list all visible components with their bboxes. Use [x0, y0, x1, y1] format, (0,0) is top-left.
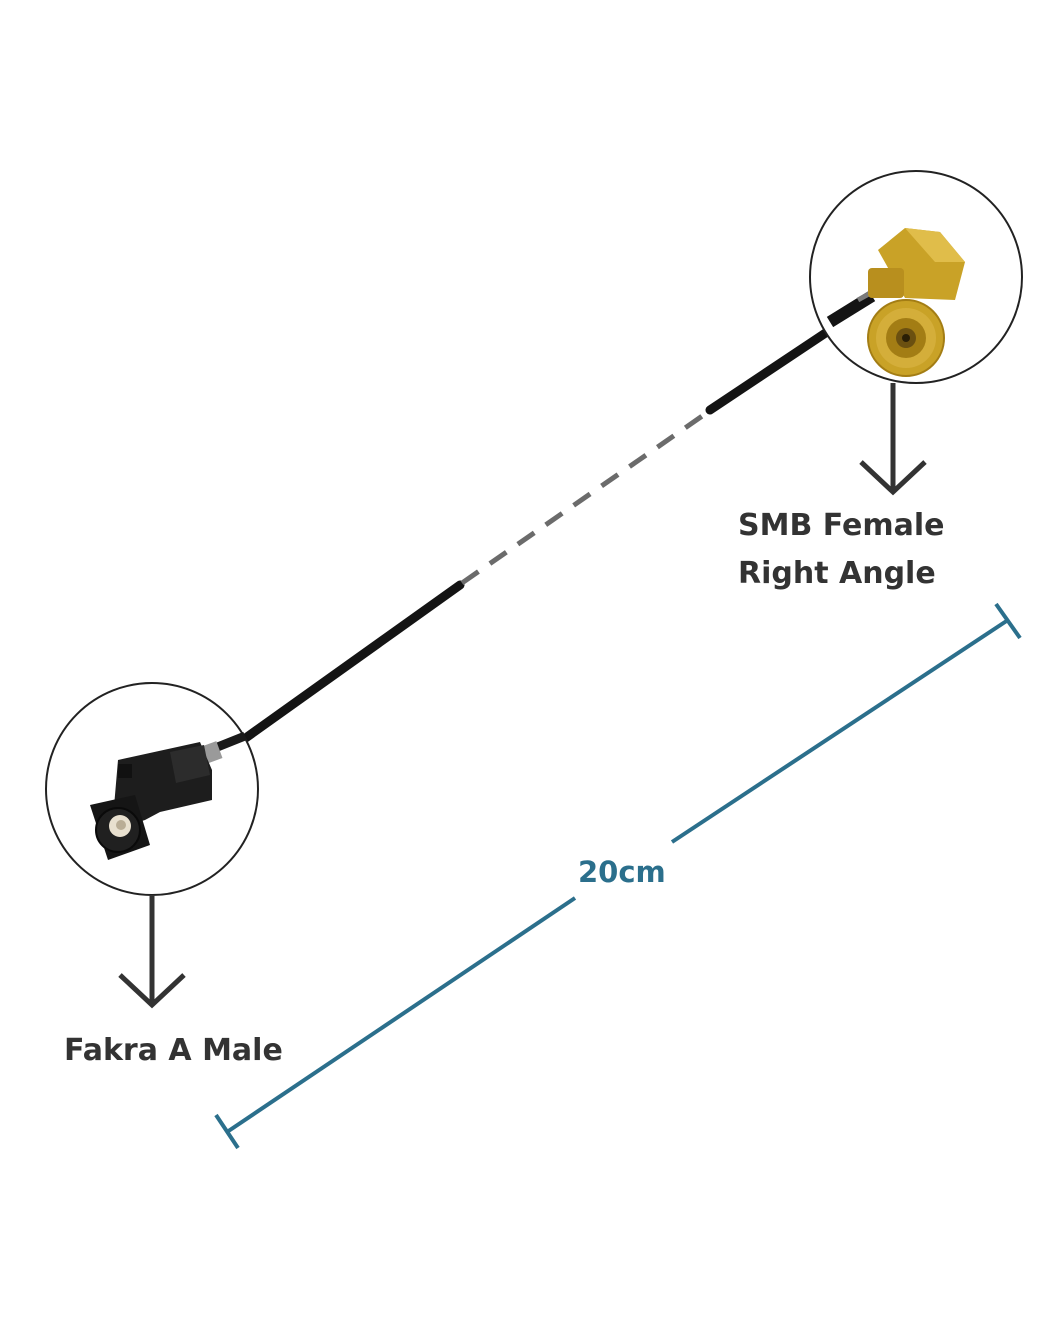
- fakra-callout: [45, 682, 259, 896]
- fakra-connector-icon: [90, 731, 247, 860]
- smb-label-line2: Right Angle: [738, 556, 936, 591]
- dimension-endcap-bottom: [214, 1113, 240, 1150]
- dimension-label: 20cm: [578, 855, 666, 889]
- cable-segment-lower: [235, 580, 465, 747]
- length-dimension: 20cm: [214, 602, 1022, 1150]
- fakra-pointer-arrow: [118, 895, 186, 1009]
- smb-right-angle-connector-icon: [826, 228, 965, 377]
- smb-callout: [809, 170, 1023, 384]
- dimension-line-upper: [670, 618, 1010, 844]
- cable-segment-upper: [705, 313, 853, 415]
- cable-dashed-break: [460, 409, 710, 586]
- dimension-endcap-top: [994, 602, 1022, 640]
- fakra-label: Fakra A Male: [64, 1033, 283, 1068]
- smb-label-line1: SMB Female: [738, 508, 945, 543]
- cable: [235, 313, 853, 747]
- dimension-line-lower: [225, 896, 577, 1134]
- smb-pointer-arrow: [859, 383, 927, 496]
